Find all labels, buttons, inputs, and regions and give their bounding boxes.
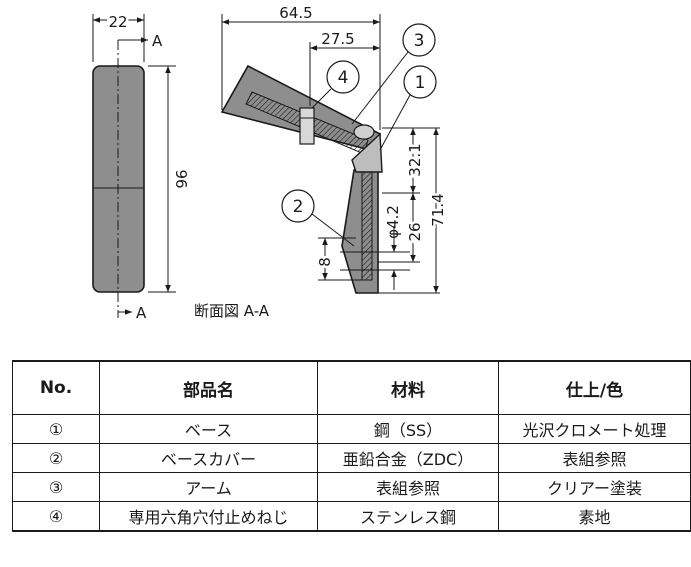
cell-finish: クリアー塗装 [498, 472, 691, 502]
header-no: No. [12, 360, 100, 415]
callout-2: 2 [281, 189, 355, 247]
svg-text:1: 1 [415, 73, 426, 93]
svg-text:2: 2 [293, 197, 304, 217]
dim-height-71: 71.4 [429, 193, 447, 226]
cell-part-name: 専用六角穴付止めねじ [99, 501, 318, 532]
cell-no: ① [12, 414, 100, 444]
table-header-row: No. 部品名 材料 仕上/色 [12, 360, 691, 415]
dim-width-front: 22 [108, 13, 127, 31]
cell-no: ④ [12, 501, 100, 532]
cell-material: ステンレス鋼 [317, 501, 499, 532]
cell-finish: 光沢クロメート処理 [498, 414, 691, 444]
cell-part-name: ベース [99, 414, 318, 444]
dim-height-32: 32.1 [406, 143, 424, 176]
svg-text:3: 3 [414, 31, 425, 51]
cell-part-name: ベースカバー [99, 443, 318, 473]
table-row: ① ベース 鋼（SS） 光沢クロメート処理 [12, 414, 691, 444]
table-row: ③ アーム 表組参照 クリアー塗装 [12, 472, 691, 502]
dim-overall-width: 64.5 [279, 4, 312, 22]
header-material: 材料 [317, 360, 499, 415]
dim-offset-width: 27.5 [321, 30, 354, 48]
cell-no: ③ [12, 472, 100, 502]
front-view: 22 96 A A [92, 11, 193, 322]
technical-drawing: 22 96 A A 断面図 A-A 64.5 27.5 [92, 4, 450, 322]
dim-height-26: 26 [406, 222, 424, 241]
section-caption: 断面図 A-A [194, 302, 270, 320]
callout-1: 1 [379, 65, 437, 151]
cell-material: 亜鉛合金（ZDC） [317, 443, 499, 473]
dim-height-8: 8 [316, 257, 334, 267]
cell-material: 鋼（SS） [317, 414, 499, 444]
section-mark-bottom: A [136, 304, 147, 322]
cell-finish: 素地 [498, 501, 691, 532]
svg-text:4: 4 [338, 68, 349, 88]
header-part-name: 部品名 [99, 360, 318, 415]
table-row: ④ 専用六角穴付止めねじ ステンレス鋼 素地 [12, 501, 691, 532]
dim-hole-dia: φ4.2 [384, 205, 402, 239]
cell-finish: 表組参照 [498, 443, 691, 473]
section-view: 64.5 27.5 32.1 26 71.4 φ4.2 8 [220, 4, 450, 294]
dim-height-front: 96 [172, 169, 190, 188]
section-mark-top: A [152, 32, 163, 50]
cell-part-name: アーム [99, 472, 318, 502]
cell-no: ② [12, 443, 100, 473]
callout-3: 3 [351, 23, 436, 125]
parts-table: No. 部品名 材料 仕上/色 ① ベース 鋼（SS） 光沢クロメート処理 ② … [12, 360, 691, 532]
callout-4: 4 [311, 60, 360, 109]
table-row: ② ベースカバー 亜鉛合金（ZDC） 表組参照 [12, 443, 691, 473]
header-finish: 仕上/色 [498, 360, 691, 415]
cell-material: 表組参照 [317, 472, 499, 502]
